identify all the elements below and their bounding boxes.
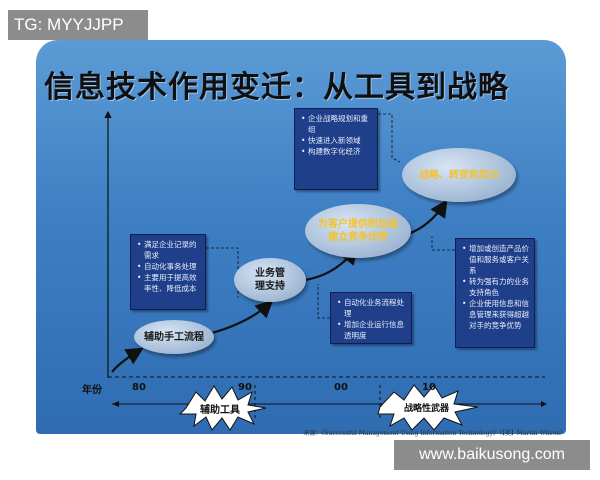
axis-tick-80: 80 xyxy=(132,382,146,393)
growth-arrow-1 xyxy=(111,347,144,373)
info-box-value-item: 企业使用信息和信息管理来获得超越对手的竞争优势 xyxy=(462,298,530,331)
stage-oval-value: 为客户提供附加值 建立竞争优势 xyxy=(305,204,411,258)
stage-label-value-line2: 建立竞争优势 xyxy=(328,232,388,243)
stage-oval-manual: 辅助手工流程 xyxy=(134,320,214,354)
info-box-value: 增加或创造产品价值和服务或客户关系 转为强有力的业务支持角色 企业使用信息和信息… xyxy=(455,238,535,348)
connector-box4 xyxy=(431,236,455,251)
stage-label-value-line1: 为客户提供附加值 xyxy=(318,219,398,230)
info-box-efficiency-item: 满足企业记录的需求 xyxy=(137,239,201,261)
info-box-automation-item: 增加企业运行信息透明度 xyxy=(337,319,407,341)
burst-weapon-shape xyxy=(377,384,479,431)
stage-label-management: 业务管 理支持 xyxy=(255,267,285,293)
watermark-label-top: TG: MYYJJPP xyxy=(8,10,148,40)
stage-label-strategy: 战略、转变和知识 xyxy=(419,169,499,181)
info-box-value-item: 转为强有力的业务支持角色 xyxy=(462,276,530,298)
connector-box3 xyxy=(317,284,330,319)
info-box-efficiency: 满足企业记录的需求 自动化事务处理 主要用于提高效率性、降低成本 xyxy=(130,234,206,310)
slide-background xyxy=(36,40,566,434)
info-box-strategy-item: 构建数字化经济 xyxy=(301,146,373,157)
info-box-strategy-item: 快速进入新领域 xyxy=(301,135,373,146)
stage-label-manual: 辅助手工流程 xyxy=(144,331,204,343)
axis-year-label: 年份 xyxy=(82,385,102,396)
source-credit: 来源：《Successful Management Using Informat… xyxy=(303,430,566,437)
info-box-automation: 自动化业务流程处理 增加企业运行信息透明度 xyxy=(330,292,412,344)
stage-label-management-line2: 理支持 xyxy=(255,281,285,292)
info-box-automation-item: 自动化业务流程处理 xyxy=(337,297,407,319)
timeline-arrow-left-head xyxy=(112,401,119,407)
burst-tool-label: 辅助工具 xyxy=(200,405,240,416)
burst-tool-shape xyxy=(178,385,267,431)
info-box-efficiency-item: 自动化事务处理 xyxy=(137,261,201,272)
axis-tick-90: 90 xyxy=(238,382,252,393)
watermark-label-bottom: www.baikusong.com xyxy=(394,440,590,470)
axis-tick-00: 00 xyxy=(334,382,348,393)
burst-weapon-label: 战略性武器 xyxy=(404,404,450,414)
axis-tick-10: 10 xyxy=(422,382,436,393)
connector-box1 xyxy=(206,247,239,298)
slide-title: 信息技术作用变迁：从工具到战略 xyxy=(44,70,509,105)
stage-label-value: 为客户提供附加值 建立竞争优势 xyxy=(318,218,398,244)
connector-box2 xyxy=(378,113,401,163)
info-box-efficiency-item: 主要用于提高效率性、降低成本 xyxy=(137,272,201,294)
info-box-strategy: 企业战略规划和重组 快速进入新领域 构建数字化经济 xyxy=(294,108,378,190)
stage-oval-strategy: 战略、转变和知识 xyxy=(402,148,516,202)
growth-arrow-2 xyxy=(211,299,274,335)
info-box-value-item: 增加或创造产品价值和服务或客户关系 xyxy=(462,243,530,276)
growth-arrow-4 xyxy=(407,199,448,236)
stage-label-management-line1: 业务管 xyxy=(255,268,285,279)
stage-oval-management: 业务管 理支持 xyxy=(234,258,306,302)
info-box-strategy-item: 企业战略规划和重组 xyxy=(301,113,373,135)
